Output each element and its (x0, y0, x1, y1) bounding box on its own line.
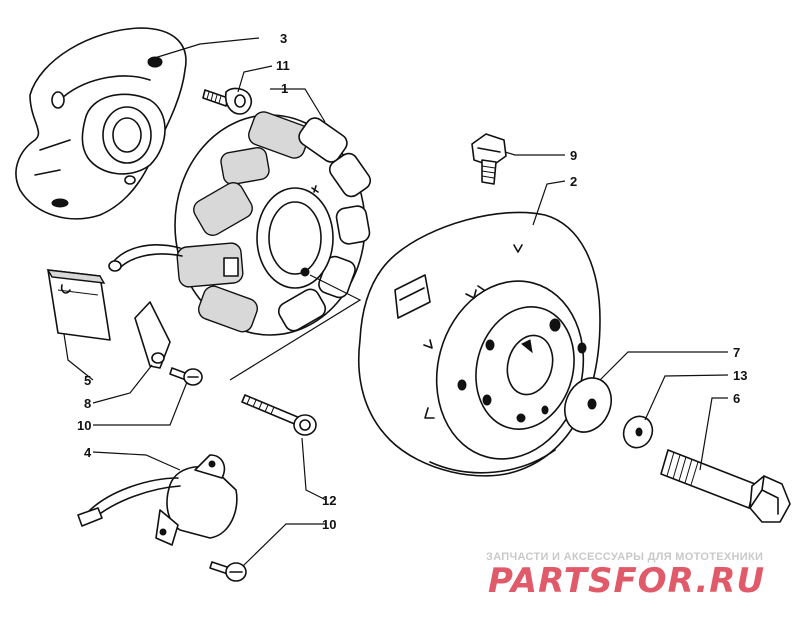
stator-plate-part (15, 27, 187, 220)
callout-8: 8 (84, 396, 91, 411)
watermark-subtitle: ЗАПЧАСТИ И АКСЕССУАРЫ ДЛЯ МОТОТЕХНИКИ (486, 551, 763, 563)
callout-10-upper: 10 (77, 418, 91, 433)
bolt-11-part (202, 87, 253, 115)
bolt-9-part (471, 133, 507, 185)
callout-labels: 3 11 1 9 2 7 13 6 5 8 10 4 12 10 (77, 31, 747, 532)
callout-9: 9 (570, 148, 577, 163)
pad-5-part (46, 269, 111, 341)
pickup-coil-part (77, 454, 238, 546)
screw-10a-part (169, 367, 203, 386)
flywheel-bolt-part (660, 449, 791, 523)
callout-10-lower: 10 (322, 517, 336, 532)
callout-4: 4 (84, 445, 92, 460)
callout-3: 3 (280, 31, 287, 46)
leader-lines (63, 37, 729, 567)
bracket-8-part (134, 301, 171, 369)
callout-5: 5 (84, 373, 91, 388)
watermark: ЗАПЧАСТИ И АКСЕССУАРЫ ДЛЯ МОТОТЕХНИКИ PA… (486, 551, 765, 601)
callout-13: 13 (733, 368, 747, 383)
stator-part (108, 111, 372, 336)
screw-10b-part (209, 561, 247, 582)
flywheel-part (357, 211, 601, 477)
callout-11: 11 (276, 58, 290, 73)
watermark-brand: PARTSFOR.RU (488, 561, 765, 601)
callout-6: 6 (733, 391, 740, 406)
callout-7: 7 (733, 345, 740, 360)
bolt-12-part (241, 394, 317, 436)
callout-1: 1 (281, 81, 288, 96)
callout-2: 2 (570, 174, 577, 189)
callout-12: 12 (322, 493, 336, 508)
washer-13-part (622, 415, 654, 449)
